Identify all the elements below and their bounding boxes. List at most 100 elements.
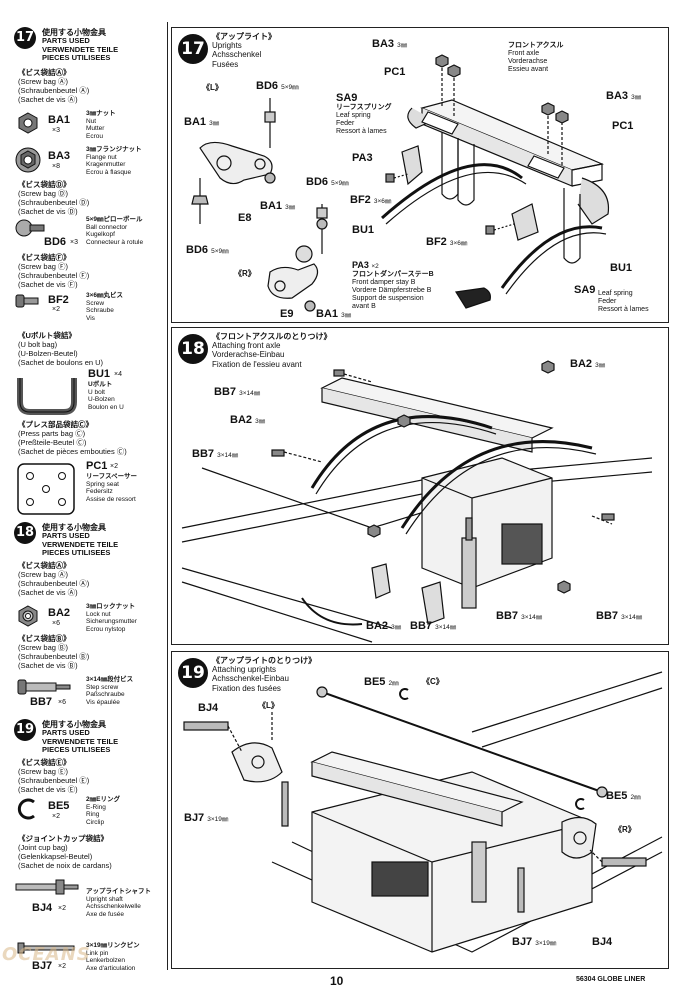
label-ba1-b: BA1 3㎜ <box>260 200 296 212</box>
label-bb7-e: BB7 3×14㎜ <box>596 610 643 622</box>
label-ba3-b: BA3 3㎜ <box>606 90 642 102</box>
front-axle-chassis-drawing <box>181 360 653 643</box>
label-bu1-a: BU1 <box>352 224 375 236</box>
watermark-logo: OCEANS <box>2 944 91 965</box>
label-bj7-a: BJ7 3×19㎜ <box>184 812 229 824</box>
u-bolt-bag-label: 《Uボルト袋詰》(U bolt bag)(U-Bolzen-Beutel)(Sa… <box>18 331 104 367</box>
label-e8: E8 <box>238 212 252 224</box>
right-side-label-19: 《R》 <box>614 825 636 834</box>
flange-nut-icon <box>15 147 41 173</box>
label-bb7-a: BB7 3×14㎜ <box>214 386 261 398</box>
kit-code: 56304 GLOBE LINER <box>576 976 646 983</box>
label-be5-b: BE5 2㎜ <box>606 790 641 802</box>
label-pa3-b: PA3 ×2 <box>352 260 379 270</box>
step-17-badge-large: 17 <box>178 34 208 64</box>
step-screw-icon <box>17 679 71 695</box>
u-bolt-icon <box>17 378 77 415</box>
upright-shaft-icon <box>15 879 79 895</box>
right-side-label: 《R》 <box>234 269 256 278</box>
screw-bag-d-label: 《ビス袋詰Ⓓ》(Screw bag Ⓓ)(Schraubenbeutel Ⓓ)(… <box>18 180 90 216</box>
spring-seat-icon <box>17 463 75 515</box>
ball-connector-icon <box>15 219 45 237</box>
joint-cup-bag-label: 《ジョイントカップ袋詰》(Joint cup bag)(Gelenkkapsel… <box>18 834 112 870</box>
tie-rod-label: 《C》 <box>422 677 444 686</box>
label-bf2-b: BF2 3×6㎜ <box>426 236 468 248</box>
screw-icon <box>15 294 39 308</box>
label-pc1-a: PC1 <box>384 66 406 78</box>
label-ba3-a: BA3 3㎜ <box>372 38 408 50</box>
screw-bag-a-label-18: 《ビス袋詰Ⓐ》(Screw bag Ⓐ)(Schraubenbeutel Ⓐ)(… <box>18 561 90 597</box>
label-bj4-a: BJ4 <box>198 702 219 714</box>
screw-bag-e-label: 《ビス袋詰Ⓔ》(Screw bag Ⓔ)(Schraubenbeutel Ⓔ)(… <box>18 758 90 794</box>
label-ba2-b: BA2 3㎜ <box>570 358 606 370</box>
label-bu1-b: BU1 <box>610 262 633 274</box>
uprights-leaf-spring-drawing <box>191 54 610 312</box>
step-19-badge-large: 19 <box>178 658 208 688</box>
step-18-badge: 18 <box>14 522 36 544</box>
label-sa9-a: SA9 <box>336 92 358 104</box>
lock-nut-icon <box>18 605 38 627</box>
column-divider <box>167 22 168 970</box>
screw-bag-f-label: 《ビス袋詰Ⓕ》(Screw bag Ⓕ)(Schraubenbeutel Ⓕ)(… <box>18 253 90 289</box>
label-bb7-d: BB7 3×14㎜ <box>496 610 543 622</box>
left-side-label-19: 《L》 <box>258 701 279 710</box>
label-be5-a: BE5 2㎜ <box>364 676 399 688</box>
step-18-badge-large: 18 <box>178 334 208 364</box>
label-pc1-b: PC1 <box>612 120 634 132</box>
label-bj4-b: BJ4 <box>592 936 613 948</box>
label-ba2-a: BA2 3㎜ <box>230 414 266 426</box>
link-pin-icon <box>17 942 75 954</box>
label-bf2-a: BF2 3×6㎜ <box>350 194 392 206</box>
label-e9: E9 <box>280 308 294 320</box>
e-ring-icon <box>17 798 35 820</box>
screw-bag-a-label: 《ビス袋詰Ⓐ》(Screw bag Ⓐ)(Schraubenbeutel Ⓐ)(… <box>18 68 90 104</box>
label-sa9-b: SA9 <box>574 284 596 296</box>
uprights-attach-drawing <box>183 671 663 953</box>
label-ba2-c: BA2 3㎜ <box>366 620 402 632</box>
label-bd6-a: BD6 5×9㎜ <box>256 80 299 92</box>
label-bd6-b: BD6 5×9㎜ <box>306 176 349 188</box>
page-number: 10 <box>330 974 344 988</box>
label-bb7-c: BB7 3×14㎜ <box>410 620 457 632</box>
label-bd6-c: BD6 5×9㎜ <box>186 244 229 256</box>
label-bb7-b: BB7 3×14㎜ <box>192 448 239 460</box>
left-side-label: 《L》 <box>202 83 223 92</box>
press-parts-bag-label: 《プレス部品袋詰Ⓒ》(Press parts bag Ⓒ)(Preßteile-… <box>18 420 127 456</box>
nut-icon <box>18 112 38 134</box>
label-ba1-c: BA1 3㎜ <box>316 308 352 320</box>
label-bj7-b: BJ7 3×19㎜ <box>512 936 557 948</box>
parts-used-jp: 使用する小物金具 <box>42 28 106 37</box>
label-pa3-a: PA3 <box>352 152 373 164</box>
step-17-badge: 17 <box>14 27 36 49</box>
step-19-badge: 19 <box>14 719 36 741</box>
label-ba1-a: BA1 3㎜ <box>184 116 220 128</box>
screw-bag-b-label: 《ビス袋詰Ⓑ》(Screw bag Ⓑ)(Schraubenbeutel Ⓑ)(… <box>18 634 90 670</box>
